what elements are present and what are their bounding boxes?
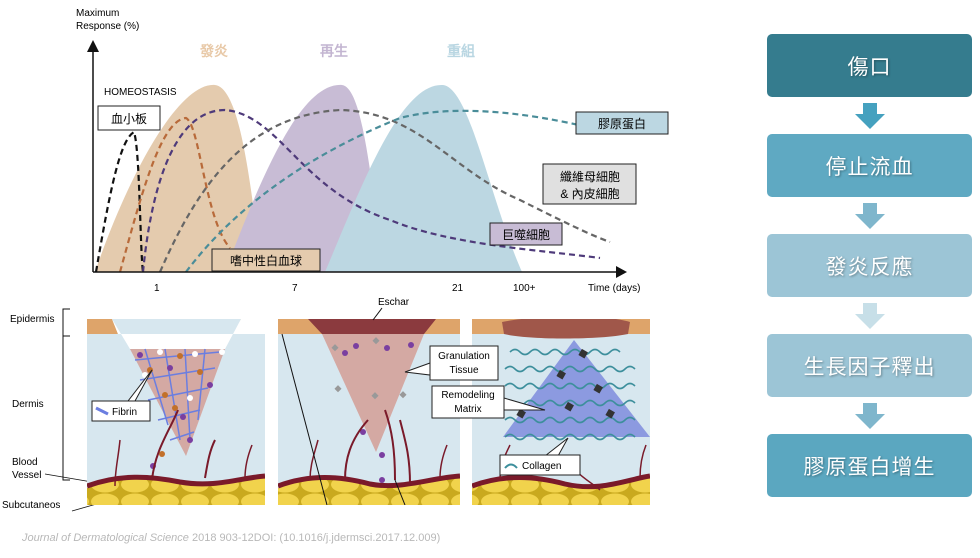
- collagen-fibers: [504, 348, 636, 441]
- fibrin-icon: [95, 406, 109, 416]
- collagen-callout: Collagen: [499, 437, 581, 476]
- phase-remodeling: 重組: [447, 43, 475, 59]
- x-axis-arrow-icon: [616, 266, 627, 278]
- citation: Journal of Dermatological Science 2018 9…: [22, 532, 440, 544]
- flow-step-growth-factors: 生長因子釋出: [767, 334, 972, 397]
- flow-step-wound: 傷口: [767, 34, 972, 97]
- fibroblast-label-line1: 纖維母細胞: [560, 170, 620, 184]
- citation-journal: Journal of Dermatological Science: [22, 532, 189, 544]
- phase-inflammation: 發炎: [199, 43, 228, 59]
- citation-details: 2018 903-12DOI: (10.1016/j.jdermsci.2017…: [188, 532, 441, 544]
- x-tick-21: 21: [452, 283, 464, 294]
- response-timeline-chart: Maximum Response (%) 發炎 再生 重組 HOMEOSTASI…: [76, 8, 669, 294]
- homeostasis-label: HOMEOSTASIS: [104, 87, 177, 98]
- platelet-curve: [94, 130, 145, 273]
- eschar-label: Eschar: [378, 297, 410, 308]
- eschar: [308, 319, 436, 334]
- granulation-tissue: [322, 334, 424, 452]
- x-tick-100plus: 100+: [513, 283, 536, 294]
- macrophage-label: 巨噬細胞: [502, 227, 550, 242]
- down-arrow-icon: [767, 197, 972, 234]
- eschar-pointer: [372, 307, 383, 321]
- dermis-label: Dermis: [12, 399, 44, 410]
- fibroblast-label-line2: & 內皮細胞: [560, 187, 619, 201]
- down-arrow-icon: [767, 97, 972, 134]
- neutrophil-label: 嗜中性白血球: [230, 253, 302, 268]
- flow-step-hemostasis: 停止流血: [767, 134, 972, 197]
- collagen-curve: [185, 109, 601, 273]
- flow-step-collagen: 膠原蛋白增生: [767, 434, 972, 497]
- neutrophil-curve: [118, 116, 231, 273]
- blood-vessel-label-line1: Blood: [12, 457, 38, 468]
- neutrophil-label-box: [211, 248, 321, 272]
- platelet-label: 血小板: [111, 112, 147, 126]
- subcutaneous-label: Subcutaneos: [2, 500, 60, 511]
- collagen-legend-label: Collagen: [522, 461, 561, 472]
- remodeling-label-line2: Matrix: [454, 404, 481, 415]
- remodeling-label-line1: Remodeling: [441, 390, 494, 401]
- skin-layer-labels: Epidermis Dermis Blood Vessel Subcutaneo…: [2, 308, 101, 512]
- layer-bracket: [62, 308, 70, 481]
- y-axis-label-line2: Response (%): [76, 21, 139, 32]
- wound-healing-figure: Maximum Response (%) 發炎 再生 重組 HOMEOSTASI…: [2, 8, 669, 512]
- blood-vessel-label-line2: Vessel: [12, 470, 41, 481]
- x-tick-7: 7: [292, 283, 298, 294]
- collagen-label-box: [575, 111, 669, 135]
- fibroblast-curve: [158, 108, 611, 273]
- y-axis-arrow-icon: [87, 40, 99, 52]
- y-axis-label-line1: Maximum: [76, 8, 119, 19]
- x-tick-1: 1: [154, 283, 160, 294]
- inflammation-area: [95, 84, 262, 272]
- flow-step-inflammation: 發炎反應: [767, 234, 972, 297]
- fibrin-callout: Fibrin: [91, 369, 153, 422]
- down-arrow-icon: [767, 297, 972, 334]
- fibrin-label: Fibrin: [112, 407, 137, 418]
- granulation-callout: Granulation Tissue: [404, 345, 499, 381]
- macrophage-label-box: [489, 222, 563, 246]
- healing-flowchart: 傷口 停止流血 發炎反應 生長因子釋出 膠原蛋白增生: [767, 34, 972, 497]
- collagen-label: 膠原蛋白: [598, 116, 646, 131]
- down-arrow-icon: [767, 397, 972, 434]
- epidermis-label: Epidermis: [10, 314, 54, 325]
- granulation-label-line2: Tissue: [449, 365, 479, 376]
- platelet-label-box: [97, 105, 161, 131]
- vessel-pointer: [44, 473, 93, 483]
- phase-regeneration: 再生: [320, 43, 348, 59]
- remodeling-callout: Remodeling Matrix: [431, 385, 546, 419]
- collagen-icon: [504, 463, 518, 469]
- x-axis-label: Time (days): [588, 283, 640, 294]
- granulation-label-line1: Granulation: [438, 351, 490, 362]
- remodeling-area: [325, 84, 522, 272]
- fibroblast-label-box: [542, 163, 637, 205]
